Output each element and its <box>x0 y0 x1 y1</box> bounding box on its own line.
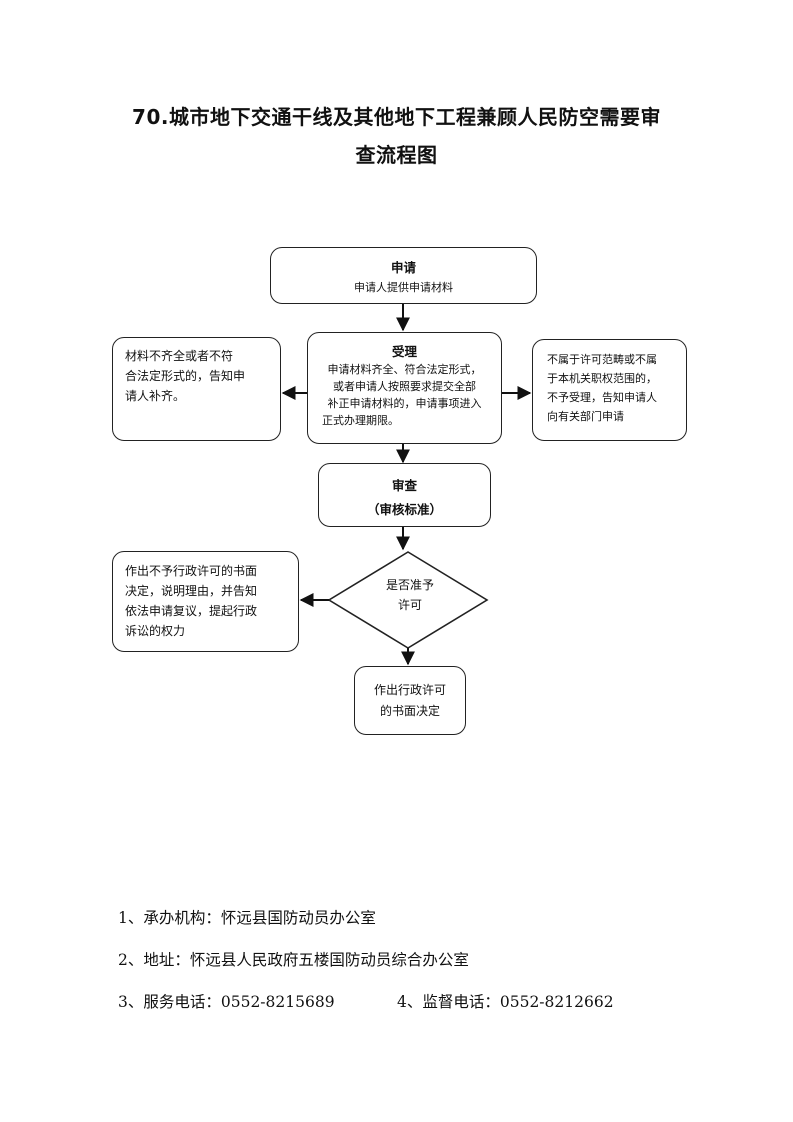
reject-line-2: 决定，说明理由，并告知 <box>125 584 258 598</box>
footer-office: 1、承办机构：怀远县国防动员办公室 <box>118 909 376 927</box>
out-of-scope-line-1: 不属于许可范畴或不属 <box>547 353 657 366</box>
accept-line-4: 正式办理期限。 <box>322 414 399 427</box>
review-subheading: （审核标准） <box>366 502 442 517</box>
approve-box: 作出行政许可 的书面决定 <box>354 666 466 735</box>
title-line-1: 70.城市地下交通干线及其他地下工程兼顾人民防空需要审 <box>132 105 661 129</box>
review-heading: 审查 <box>391 478 417 493</box>
footer-address: 2、地址：怀远县人民政府五楼国防动员综合办公室 <box>118 951 469 969</box>
decision-line-2: 许可 <box>397 598 422 612</box>
reject-box: 作出不予行政许可的书面 决定，说明理由，并告知 依法申请复议，提起行政 诉讼的权… <box>112 551 299 652</box>
incomplete-box: 材料不齐全或者不符 合法定形式的，告知申 请人补齐。 <box>112 337 281 441</box>
reject-line-1: 作出不予行政许可的书面 <box>125 564 258 578</box>
out-of-scope-line-4: 向有关部门申请 <box>547 410 624 423</box>
reject-line-3: 依法申请复议，提起行政 <box>125 604 258 618</box>
out-of-scope-line-2: 于本机关职权范围的， <box>547 372 657 385</box>
out-of-scope-box: 不属于许可范畴或不属 于本机关职权范围的， 不予受理，告知申请人 向有关部门申请 <box>532 339 687 441</box>
incomplete-line-2: 合法定形式的，告知申 <box>125 369 246 383</box>
accept-line-2: 或者申请人按照要求提交全部 <box>333 380 476 393</box>
page-title: 70.城市地下交通干线及其他地下工程兼顾人民防空需要审 查流程图 <box>90 98 703 174</box>
incomplete-line-1: 材料不齐全或者不符 <box>125 349 234 363</box>
decision-label: 是否准予 许可 <box>365 575 455 615</box>
out-of-scope-line-3: 不予受理，告知申请人 <box>547 391 657 404</box>
title-line-2: 查流程图 <box>355 143 438 167</box>
apply-heading: 申请 <box>390 260 416 275</box>
accept-line-1: 申请材料齐全、符合法定形式， <box>327 363 482 376</box>
footer-supervision-phone: 4、监督电话：0552-8212662 <box>397 993 614 1011</box>
decision-line-1: 是否准予 <box>385 578 434 592</box>
incomplete-line-3: 请人补齐。 <box>125 389 186 403</box>
review-box: 审查 （审核标准） <box>318 463 491 527</box>
accept-line-3: 补正申请材料的，申请事项进入 <box>327 397 482 410</box>
reject-line-4: 诉讼的权力 <box>125 624 186 638</box>
apply-text: 申请人提供申请材料 <box>354 281 453 294</box>
approve-line-1: 作出行政许可 <box>373 683 446 697</box>
footer-service-phone: 3、服务电话：0552-8215689 <box>118 993 335 1011</box>
approve-line-2: 的书面决定 <box>379 704 440 718</box>
accept-box: 受理 申请材料齐全、符合法定形式， 或者申请人按照要求提交全部 补正申请材料的，… <box>307 332 502 444</box>
accept-heading: 受理 <box>391 344 417 359</box>
apply-box: 申请 申请人提供申请材料 <box>270 247 537 304</box>
